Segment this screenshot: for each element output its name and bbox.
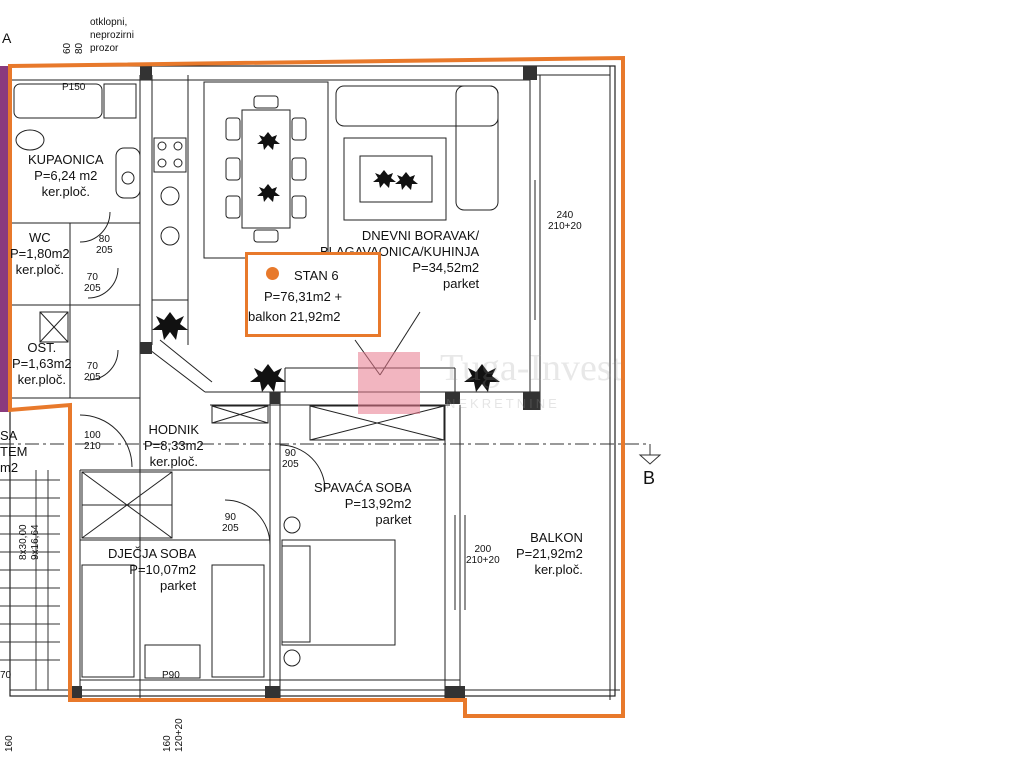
top-dim-80: 80 [74, 42, 85, 54]
dim-p150: P150 [62, 82, 86, 93]
room-left-partial: SA TEM m2 [0, 428, 28, 475]
room-ost: OST. P=1,63m2 ker.ploč. [12, 340, 72, 387]
watermark-text: Tuga-Invest [440, 347, 623, 389]
apartment-name: STAN 6 [294, 268, 339, 283]
stair-dim-b: 9x16,64 [30, 524, 41, 560]
room-hodnik: HODNIK P=8,33m2 ker.ploč. [144, 422, 204, 469]
dim-bottom-left: 160 [4, 735, 15, 752]
room-spavaca: SPAVAĆA SOBA P=13,92m2 parket [314, 480, 412, 527]
dim-left-bottom: 70 [0, 670, 12, 681]
section-marker-b: B [643, 468, 656, 488]
dim-p90: P90 [162, 670, 180, 681]
apartment-marker-icon [266, 267, 279, 280]
apartment-area: P=76,31m2 + [264, 289, 343, 304]
room-wc: WC P=1,80m2 ker.ploč. [10, 230, 70, 277]
dim-bottom-mid-b: 120+20 [174, 718, 185, 752]
room-balkon: BALKON P=21,92m2 ker.ploč. [516, 530, 583, 577]
apartment-balcony-area: balkon 21,92m2 [248, 309, 341, 324]
room-kupaonica: KUPAONICA P=6,24 m2 ker.ploč. [28, 152, 104, 199]
watermark-logo [358, 352, 420, 414]
section-marker-a: A [2, 30, 12, 46]
room-djecja: DJEČJA SOBA P=10,07m2 parket [108, 546, 197, 593]
watermark-subtext: NEKRETNINE [446, 396, 560, 411]
apartment-summary-box: STAN 6 P=76,31m2 + balkon 21,92m2 [245, 252, 381, 337]
